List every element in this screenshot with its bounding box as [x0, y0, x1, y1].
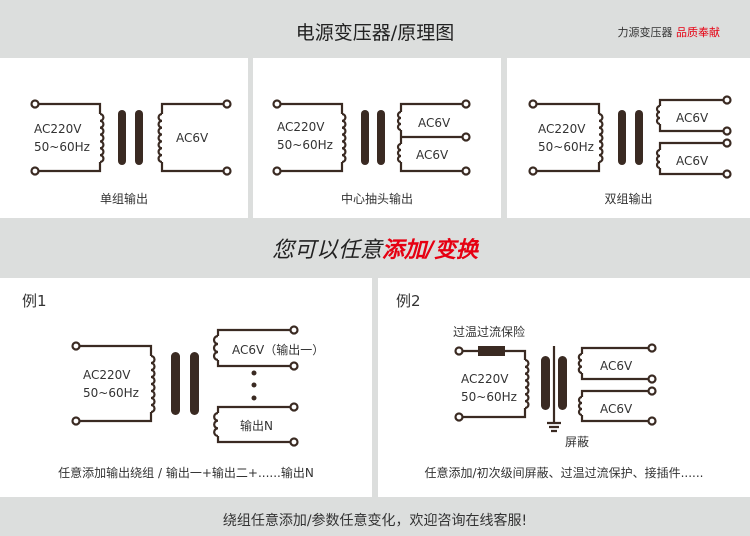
terminal-icon [647, 343, 657, 353]
secondary-winding-wire [160, 102, 223, 173]
terminal-icon [722, 138, 732, 148]
terminal-icon [289, 361, 299, 371]
winding-coil-icon [213, 411, 219, 438]
terminal-icon [272, 99, 282, 109]
terminal-icon [289, 437, 299, 447]
secondary-winding-wire [399, 102, 462, 173]
output-voltage: AC6V [418, 116, 451, 130]
fuse-label: 过温过流保险 [453, 324, 525, 339]
terminal-icon [647, 386, 657, 396]
input-voltage: AC220V [538, 122, 586, 136]
transformer-core [618, 110, 643, 165]
diagram-panel-dual [507, 58, 750, 218]
terminal-icon [30, 99, 40, 109]
secondary-winding-wire [658, 98, 723, 176]
terminal-icon [528, 99, 538, 109]
input-frequency: 50~60Hz [34, 140, 90, 154]
output-label: 输出N [240, 418, 273, 433]
diagram-caption: 双组输出 [604, 192, 653, 206]
terminal-icon [222, 99, 232, 109]
example-caption: 任意添加输出绕组 / 输出一+输出二+......输出N [58, 466, 314, 480]
output-voltage: AC6V [676, 111, 709, 125]
terminal-icon [454, 412, 464, 422]
diagram-caption: 中心抽头输出 [340, 192, 413, 206]
slogan: 您可以任意添加/变换 [0, 232, 750, 264]
winding-coil-icon [655, 104, 661, 126]
brand-highlight: 品质奉献 [676, 26, 720, 39]
winding-coil-icon [150, 354, 156, 414]
secondary-winding-wire [580, 346, 648, 423]
terminal-icon [289, 402, 299, 412]
primary-winding-wire [463, 349, 527, 419]
brand-tagline: 力源变压器 品质奉献 [618, 24, 721, 40]
transformer-core [171, 352, 199, 415]
primary-winding-wire [281, 102, 344, 173]
primary-winding-wire [80, 344, 153, 423]
transformer-core [118, 110, 143, 165]
winding-coil-icon [577, 395, 583, 417]
input-voltage: AC220V [461, 372, 509, 386]
shield-ground-wire [547, 346, 561, 433]
fuse-icon [478, 346, 505, 356]
winding-coil-icon [396, 110, 402, 132]
terminal-icon [222, 166, 232, 176]
terminal-icon [272, 166, 282, 176]
winding-coil-icon [524, 358, 530, 410]
output-voltage: AC6V [676, 154, 709, 168]
page-title: 电源变压器/原理图 [295, 22, 455, 44]
output-voltage: AC6V [600, 359, 633, 373]
winding-coil-icon [396, 142, 402, 164]
input-voltage: AC220V [34, 122, 82, 136]
terminal-icon [71, 341, 81, 351]
secondary-winding-wire [216, 328, 290, 444]
brand-name: 力源变压器 [617, 26, 673, 39]
primary-winding-wire [537, 102, 601, 173]
example-panel-1 [0, 278, 372, 497]
input-voltage: AC220V [277, 120, 325, 134]
terminal-icon [461, 132, 471, 142]
example-title: 例1 [22, 292, 47, 310]
terminal-icon [528, 166, 538, 176]
shield-label: 屏蔽 [565, 435, 589, 449]
primary-winding-wire [39, 102, 102, 173]
winding-coil-icon [598, 112, 604, 164]
winding-coil-icon [577, 352, 583, 375]
winding-coil-icon [157, 112, 163, 164]
input-voltage: AC220V [83, 368, 131, 382]
example-title: 例2 [396, 292, 421, 310]
terminal-icon [289, 325, 299, 335]
winding-coil-icon [212, 334, 219, 362]
input-frequency: 50~60Hz [83, 386, 139, 400]
output-voltage: AC6V [176, 131, 209, 145]
slogan-highlight: 添加/变换 [381, 238, 479, 263]
terminal-icon [454, 346, 464, 356]
winding-coil-icon [341, 112, 347, 164]
input-frequency: 50~60Hz [277, 138, 333, 152]
terminal-icon [722, 169, 732, 179]
winding-coil-icon [99, 112, 105, 164]
terminal-icon [722, 126, 732, 136]
diagram-caption: 单组输出 [99, 192, 148, 206]
transformer-core [541, 356, 567, 410]
terminal-icon [461, 99, 471, 109]
input-frequency: 50~60Hz [538, 140, 594, 154]
terminal-icon [647, 374, 657, 384]
input-frequency: 50~60Hz [461, 390, 517, 404]
output-label: AC6V（输出一） [232, 342, 324, 357]
example-caption: 任意添加/初次级间屏蔽、过温过流保护、接插件...... [424, 466, 704, 480]
output-voltage: AC6V [416, 148, 449, 162]
output-voltage: AC6V [600, 402, 633, 416]
transformer-core [361, 110, 385, 165]
ellipsis-dot [251, 370, 257, 376]
terminal-icon [461, 166, 471, 176]
ellipsis-dot [251, 395, 257, 401]
footer-text: 绕组任意添加/参数任意变化，欢迎咨询在线客服! [222, 513, 528, 529]
ellipsis-dot [251, 382, 257, 388]
terminal-icon [30, 166, 40, 176]
terminal-icon [722, 95, 732, 105]
terminal-icon [71, 416, 81, 426]
terminal-icon [647, 416, 657, 426]
slogan-prefix: 您可以任意 [271, 238, 382, 263]
winding-coil-icon [655, 148, 661, 170]
